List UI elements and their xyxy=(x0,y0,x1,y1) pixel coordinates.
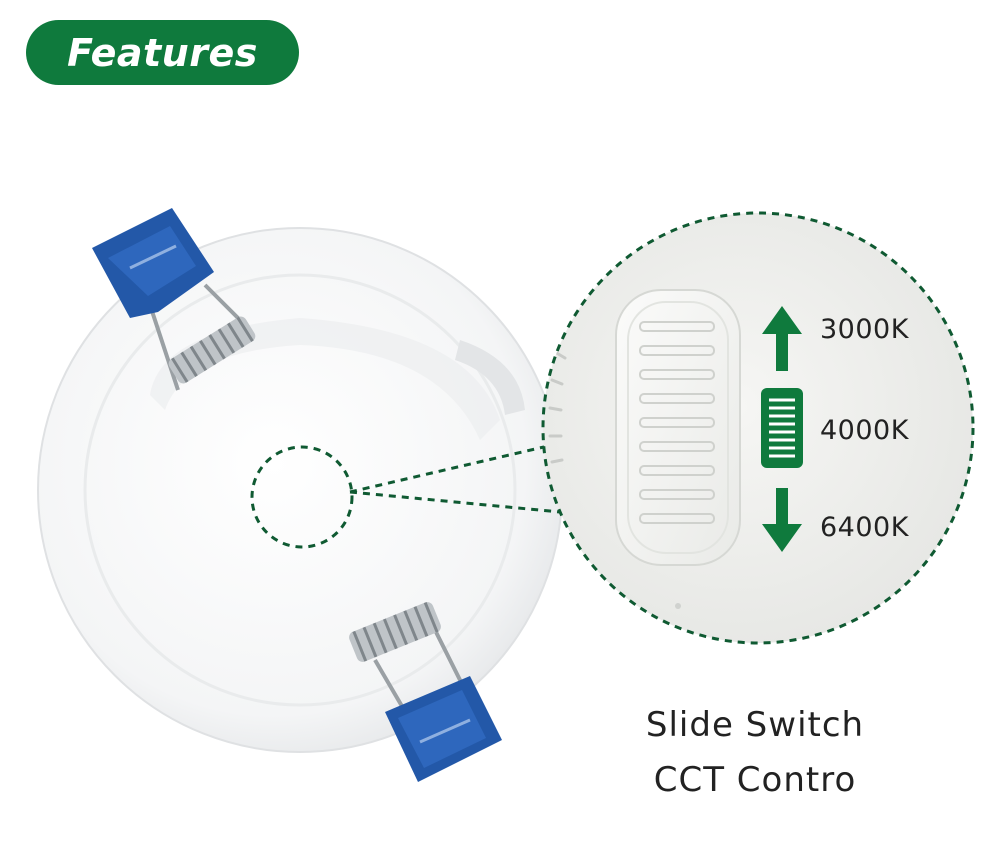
features-badge-label: Features xyxy=(67,30,258,75)
features-badge: Features xyxy=(26,20,299,85)
arrow-up-icon xyxy=(762,306,802,371)
cct-setting-4000k: 4000K xyxy=(820,415,909,446)
detail-marker xyxy=(250,445,354,549)
slide-switch xyxy=(615,289,741,566)
downlight-disc xyxy=(37,227,563,753)
arrow-down-icon xyxy=(762,488,802,552)
spring-clip-bottom xyxy=(349,601,502,782)
cct-setting-6400k: 6400K xyxy=(820,512,909,543)
caption-line-1: Slide Switch xyxy=(645,705,865,745)
connector-line-bottom xyxy=(349,490,561,514)
cct-setting-3000k: 3000K xyxy=(820,314,909,345)
spring-clip-top xyxy=(92,208,256,391)
connector-line-top xyxy=(349,444,549,494)
caption-line-2: CCT Contro xyxy=(653,760,857,800)
slider-thumb-icon xyxy=(761,388,803,468)
